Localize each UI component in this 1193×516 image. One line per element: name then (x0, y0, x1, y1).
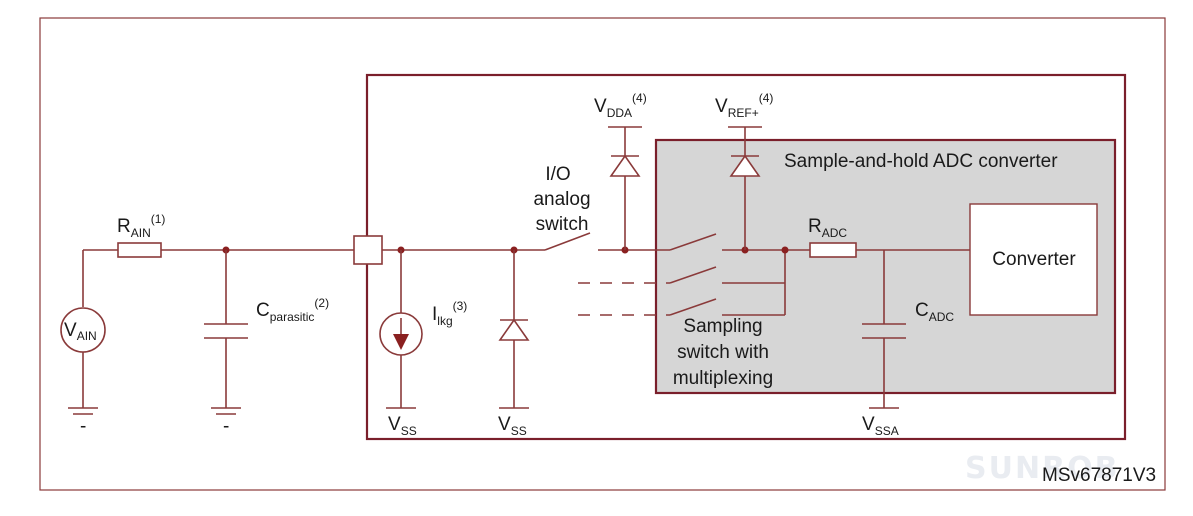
ground-2-mark: - (223, 416, 229, 437)
radc-label: RADC (808, 216, 847, 240)
cadc-main: C (915, 300, 929, 321)
ground-1-mark: - (80, 416, 86, 437)
watermark: SUNROB (965, 451, 1120, 486)
vref-main: V (715, 96, 728, 117)
sampling-line3: multiplexing (673, 368, 773, 389)
cpar-label: Cparasitic(2) (256, 296, 329, 324)
vain-main: V (64, 320, 77, 341)
rain-main: R (117, 216, 131, 237)
io-switch-line3: switch (536, 214, 589, 235)
vdda-sub: DDA (607, 106, 632, 120)
io-switch-line2: analog (533, 189, 590, 210)
vain-sub: AIN (77, 329, 97, 343)
vref-sup: (4) (759, 91, 774, 105)
vref-label: VREF+(4) (715, 91, 773, 120)
sampling-switch-3 (669, 298, 717, 316)
cpar-sub: parasitic (270, 310, 315, 324)
vss2-main: V (498, 414, 511, 435)
vref-sub: REF+ (728, 106, 759, 120)
vssa-main: V (862, 414, 875, 435)
vss2-label: VSS (498, 414, 527, 438)
vain-label: VAIN (64, 320, 97, 343)
cadc-label: CADC (915, 300, 954, 324)
radc-sub: ADC (822, 226, 848, 240)
ilkg-label: Ilkg(3) (432, 299, 467, 328)
sampling-switch-1 (669, 233, 717, 251)
cadc-sub: ADC (929, 310, 955, 324)
vdda-sup: (4) (632, 91, 647, 105)
vssa-label: VSSA (862, 414, 899, 438)
io-switch-line1: I/O (545, 164, 570, 185)
ilkg-arrow-head (393, 334, 409, 350)
vss2-sub: SS (511, 424, 527, 438)
ilkg-sub: lkg (437, 314, 452, 328)
sampling-switch-2 (669, 266, 717, 284)
vdda-main: V (594, 96, 607, 117)
vdda-label: VDDA(4) (594, 91, 647, 120)
sampling-line1: Sampling (683, 316, 762, 337)
vref-diode (729, 154, 761, 177)
radc-main: R (808, 216, 822, 237)
radc-resistor (809, 242, 857, 258)
vss1-main: V (388, 414, 401, 435)
io-pin (353, 235, 383, 265)
io-switch-blade (544, 232, 591, 251)
ilkg-main: I (432, 304, 437, 325)
rain-resistor (117, 242, 162, 258)
sampling-line2: switch with (677, 342, 769, 363)
rain-sup: (1) (151, 212, 166, 226)
mux-junction (781, 246, 789, 254)
sample-hold-title: Sample-and-hold ADC converter (784, 151, 1058, 172)
rain-label: RAIN(1) (117, 212, 165, 240)
converter-block (969, 203, 1098, 316)
vss-diode (498, 318, 530, 341)
vss1-label: VSS (388, 414, 417, 438)
cpar-sup: (2) (314, 296, 329, 310)
converter-label: Converter (992, 249, 1076, 270)
rain-sub: AIN (131, 226, 151, 240)
vss1-sub: SS (401, 424, 417, 438)
ilkg-sup: (3) (453, 299, 468, 313)
cpar-main: C (256, 300, 270, 321)
outer-frame (39, 17, 1166, 491)
vssa-sub: SSA (875, 424, 899, 438)
vdda-diode (609, 154, 641, 177)
document-id: MSv67871V3 (1042, 465, 1156, 486)
